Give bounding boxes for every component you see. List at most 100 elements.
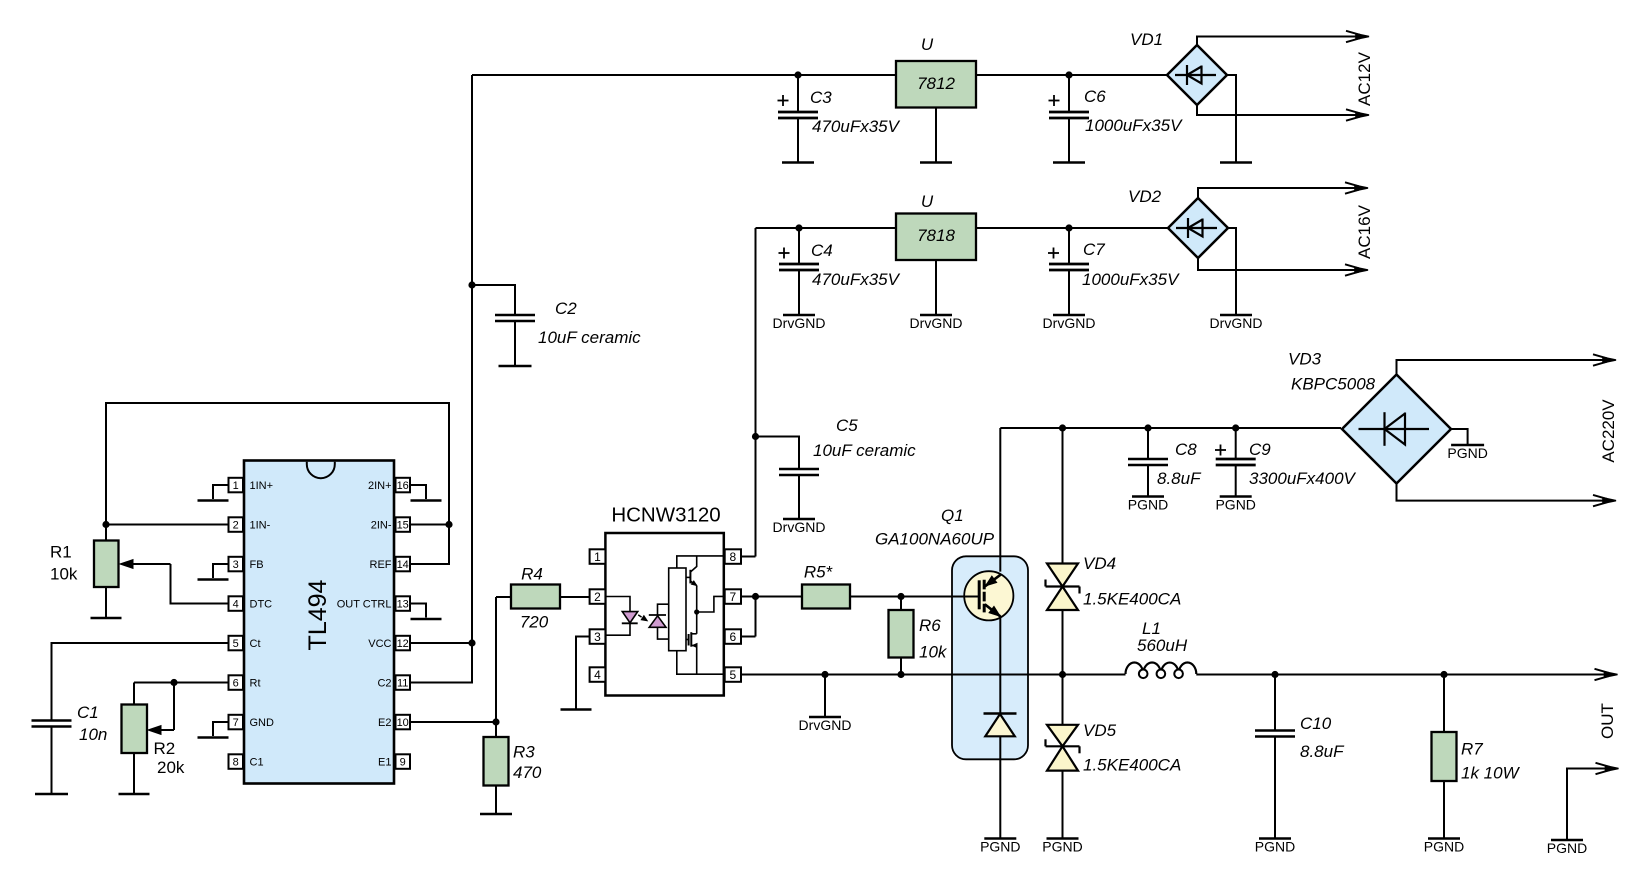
svg-text:9: 9 <box>400 757 406 769</box>
svg-text:VD1: VD1 <box>1130 30 1163 49</box>
svg-text:10k: 10k <box>919 643 948 662</box>
svg-text:7812: 7812 <box>917 74 955 93</box>
svg-text:C10: C10 <box>1300 714 1332 733</box>
svg-text:C2: C2 <box>555 299 577 318</box>
svg-text:3300uFx400V: 3300uFx400V <box>1249 469 1357 488</box>
svg-text:1k 10W: 1k 10W <box>1461 764 1521 783</box>
svg-text:8: 8 <box>233 757 239 769</box>
svg-text:7: 7 <box>729 590 736 604</box>
svg-text:12: 12 <box>397 638 409 650</box>
svg-text:AC12V: AC12V <box>1355 51 1374 106</box>
svg-text:R3: R3 <box>513 743 535 762</box>
svg-text:DrvGND: DrvGND <box>1043 315 1096 331</box>
svg-text:GND: GND <box>250 717 275 729</box>
svg-text:C1: C1 <box>250 757 264 769</box>
svg-text:Ct: Ct <box>250 638 261 650</box>
svg-text:Rt: Rt <box>250 678 261 690</box>
svg-text:4: 4 <box>594 668 601 682</box>
svg-text:R7: R7 <box>1461 740 1483 759</box>
svg-text:470: 470 <box>513 763 542 782</box>
svg-text:11: 11 <box>397 678 408 690</box>
svg-text:5: 5 <box>729 668 736 682</box>
svg-text:PGND: PGND <box>1255 839 1295 855</box>
svg-text:VD3: VD3 <box>1288 350 1322 369</box>
svg-text:R2: R2 <box>154 739 176 758</box>
svg-text:2: 2 <box>233 520 239 532</box>
svg-text:E2: E2 <box>378 717 391 729</box>
svg-text:PGND: PGND <box>980 839 1020 855</box>
svg-text:VCC: VCC <box>368 638 391 650</box>
svg-text:VD2: VD2 <box>1128 187 1162 206</box>
svg-text:R6: R6 <box>919 616 941 635</box>
svg-text:KBPC5008: KBPC5008 <box>1291 375 1376 394</box>
svg-text:470uFx35V: 470uFx35V <box>812 270 901 289</box>
svg-text:13: 13 <box>397 599 409 611</box>
svg-text:6: 6 <box>729 630 736 644</box>
svg-text:DTC: DTC <box>250 599 273 611</box>
svg-text:TL494: TL494 <box>304 579 332 650</box>
svg-text:DrvGND: DrvGND <box>910 315 963 331</box>
svg-text:Q1: Q1 <box>941 506 964 525</box>
svg-text:1000uFx35V: 1000uFx35V <box>1082 270 1180 289</box>
svg-text:7: 7 <box>233 717 239 729</box>
svg-text:R1: R1 <box>50 543 72 562</box>
svg-text:1000uFx35V: 1000uFx35V <box>1085 116 1183 135</box>
svg-text:14: 14 <box>397 559 409 571</box>
svg-text:560uH: 560uH <box>1137 636 1188 655</box>
svg-text:C5: C5 <box>836 416 858 435</box>
svg-text:FB: FB <box>250 559 264 571</box>
svg-text:PGND: PGND <box>1424 839 1464 855</box>
svg-text:PGND: PGND <box>1128 497 1168 513</box>
svg-text:C7: C7 <box>1083 240 1105 259</box>
svg-text:HCNW3120: HCNW3120 <box>611 504 720 527</box>
svg-text:2IN-: 2IN- <box>371 520 392 532</box>
svg-text:R5*: R5* <box>804 563 834 582</box>
svg-text:AC16V: AC16V <box>1355 204 1374 259</box>
svg-text:1IN-: 1IN- <box>250 520 271 532</box>
svg-text:1.5KE400CA: 1.5KE400CA <box>1083 590 1181 609</box>
svg-text:3: 3 <box>594 630 601 644</box>
svg-text:1: 1 <box>233 480 239 492</box>
svg-text:8.8uF: 8.8uF <box>1300 742 1345 761</box>
svg-text:10uF ceramic: 10uF ceramic <box>813 441 916 460</box>
svg-text:L1: L1 <box>1142 619 1161 638</box>
svg-text:10: 10 <box>397 717 409 729</box>
svg-text:15: 15 <box>397 520 409 532</box>
svg-text:OUT: OUT <box>1598 703 1617 739</box>
svg-text:10uF ceramic: 10uF ceramic <box>538 328 641 347</box>
svg-text:PGND: PGND <box>1447 445 1487 461</box>
svg-text:DrvGND: DrvGND <box>799 717 852 733</box>
svg-text:10k: 10k <box>50 565 78 584</box>
svg-text:E1: E1 <box>378 757 391 769</box>
svg-text:GA100NA60UP: GA100NA60UP <box>875 530 995 549</box>
svg-text:3: 3 <box>233 559 239 571</box>
svg-text:8: 8 <box>729 550 736 564</box>
svg-text:1IN+: 1IN+ <box>250 480 274 492</box>
svg-text:C4: C4 <box>811 241 833 260</box>
svg-text:U: U <box>921 35 934 54</box>
svg-text:OUT CTRL: OUT CTRL <box>337 599 392 611</box>
svg-text:AC220V: AC220V <box>1599 399 1618 463</box>
svg-text:720: 720 <box>520 613 549 632</box>
svg-text:DrvGND: DrvGND <box>773 519 826 535</box>
svg-text:C3: C3 <box>810 88 832 107</box>
svg-text:PGND: PGND <box>1042 839 1082 855</box>
svg-text:DrvGND: DrvGND <box>1210 315 1263 331</box>
svg-text:C9: C9 <box>1249 440 1271 459</box>
svg-text:6: 6 <box>233 678 239 690</box>
svg-text:VD4: VD4 <box>1083 554 1116 573</box>
svg-text:R4: R4 <box>521 565 543 584</box>
svg-text:20k: 20k <box>157 758 185 777</box>
svg-text:2IN+: 2IN+ <box>368 480 392 492</box>
svg-text:10n: 10n <box>79 725 107 744</box>
svg-text:C8: C8 <box>1175 440 1197 459</box>
svg-text:5: 5 <box>233 638 239 650</box>
svg-text:7818: 7818 <box>917 226 955 245</box>
svg-text:1: 1 <box>594 550 601 564</box>
svg-text:C6: C6 <box>1084 87 1106 106</box>
svg-text:8.8uF: 8.8uF <box>1157 469 1202 488</box>
svg-text:C1: C1 <box>77 703 99 722</box>
svg-text:U: U <box>921 192 934 211</box>
svg-text:470uFx35V: 470uFx35V <box>812 117 901 136</box>
svg-text:1.5KE400CA: 1.5KE400CA <box>1083 756 1181 775</box>
